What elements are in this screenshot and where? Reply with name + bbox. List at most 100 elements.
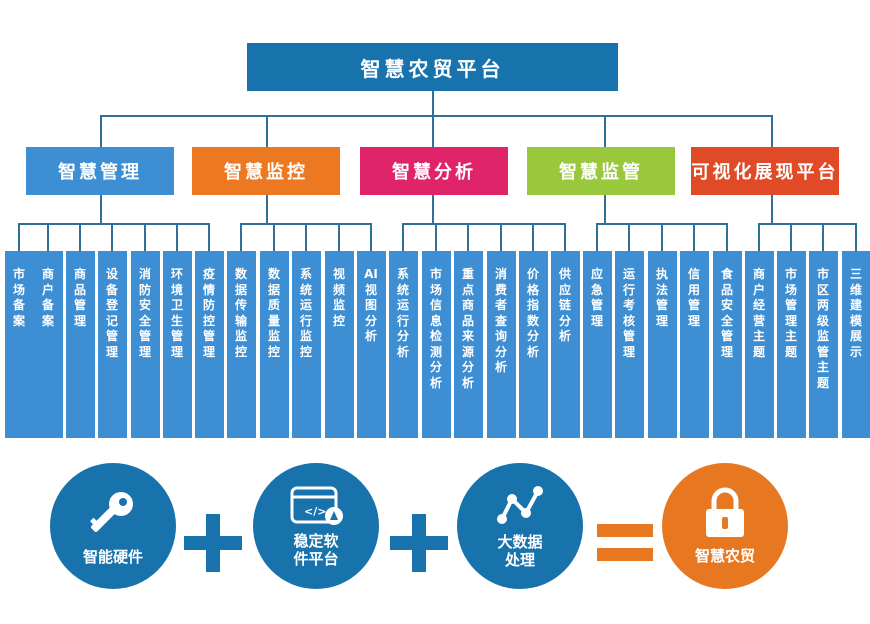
leaf-connector	[790, 223, 792, 251]
leaf-char: 市	[816, 267, 829, 281]
leaf-connector	[726, 223, 728, 251]
leaf-char: 应	[558, 282, 571, 297]
leaf-char: 数	[526, 313, 539, 328]
leaf-char: 分	[526, 329, 539, 343]
leaf-node: 设备登记管理	[97, 251, 127, 438]
leaf-char: 维	[849, 282, 862, 297]
leaf-connector	[208, 223, 210, 251]
leaf-char: 析	[396, 344, 409, 359]
leaf-connector	[273, 223, 275, 251]
leaf-node: 环境卫生管理	[162, 251, 192, 438]
leaf-char: 食	[720, 267, 733, 281]
leaf-char: 用	[687, 282, 700, 297]
leaf-node: 供应链分析	[550, 251, 580, 438]
leaf-char: 市	[784, 267, 797, 281]
leaf-char: 析	[526, 344, 539, 359]
leaf-char: 析	[429, 375, 442, 390]
software-circle: </> 稳定软 件平台	[253, 463, 379, 589]
leaf-node: 数据传输监控	[226, 251, 256, 438]
leaf-node: 商品管理	[65, 251, 95, 438]
leaf-char: 全	[138, 313, 151, 328]
leaf-node: 食品安全管理	[712, 251, 742, 438]
leaf-char: 备	[12, 298, 25, 312]
leaf-char: 监	[816, 329, 829, 343]
category-supervision: 智慧监管	[527, 147, 675, 195]
leaf-char: 区	[816, 282, 829, 297]
leaf-char: 安	[720, 298, 733, 312]
leaf-char: 理	[622, 344, 635, 359]
leaf-char: 系	[396, 267, 409, 281]
leaf-connector	[240, 223, 242, 251]
category-management: 智慧管理	[26, 147, 174, 195]
leaf-char: 品	[720, 282, 733, 297]
leaf-char: 系	[299, 267, 312, 281]
leaf-char: 控	[332, 313, 345, 328]
leaf-char: 行	[622, 282, 635, 297]
leaf-char: 建	[849, 298, 862, 312]
leaf-char: 场	[12, 282, 25, 297]
leaf-char: 三	[849, 267, 862, 281]
category-drop	[771, 115, 773, 147]
leaf-char: 执	[655, 267, 668, 281]
leaf-char: 市	[12, 267, 25, 281]
leaf-char: 格	[526, 282, 539, 297]
lock-icon	[706, 487, 744, 537]
leaf-node: 系统运行监控	[291, 251, 321, 438]
leaf-node: 疫情防控管理	[194, 251, 224, 438]
leaf-char: 理	[73, 313, 86, 328]
leaf-connector	[176, 223, 178, 251]
leaf-char: 题	[752, 344, 765, 359]
leaf-char: 商	[73, 267, 86, 281]
category-monitoring: 智慧监控	[192, 147, 340, 195]
leaf-char: 生	[170, 313, 183, 328]
leaf-node: 数据质量监控	[259, 251, 289, 438]
leaf-char: 控	[299, 344, 312, 359]
leaf-char: 管	[590, 298, 603, 312]
equals-sign-top	[597, 524, 653, 537]
category-bus	[100, 115, 772, 117]
leaf-char: 量	[267, 313, 280, 328]
leaf-char: 点	[461, 282, 474, 297]
leaf-connector	[855, 223, 857, 251]
leaf-char: 费	[494, 282, 507, 297]
leaf-drop	[432, 195, 434, 223]
leaf-char: 信	[687, 267, 700, 281]
leaf-connector	[111, 223, 113, 251]
leaf-char: 展	[849, 329, 862, 343]
leaf-char: 商	[41, 267, 54, 281]
leaf-node: 消费者查询分析	[486, 251, 516, 438]
category-drop	[604, 115, 606, 147]
leaf-node: 系统运行分析	[388, 251, 418, 438]
leaf-char: 数	[234, 267, 247, 281]
leaf-char: 理	[784, 313, 797, 328]
key-icon	[90, 492, 133, 532]
leaf-char: 链	[558, 298, 571, 312]
equals-sign-bottom	[597, 548, 653, 561]
leaf-connector	[402, 223, 404, 251]
leaf-char: 市	[429, 267, 442, 281]
leaf-char: 据	[267, 282, 280, 297]
root-node: 智慧农贸平台	[247, 43, 618, 91]
leaf-char: 检	[429, 329, 442, 343]
svg-text:</>: </>	[304, 505, 326, 518]
leaf-char: 应	[590, 267, 603, 281]
leaf-connector	[435, 223, 437, 251]
leaf-char: 据	[234, 282, 247, 297]
leaf-char: 视	[332, 267, 345, 281]
leaf-char: 者	[494, 298, 507, 312]
leaf-connector	[661, 223, 663, 251]
leaf-node: 市场管理主题	[776, 251, 806, 438]
leaf-char: 运	[396, 298, 409, 312]
leaf-char: 主	[816, 360, 829, 374]
leaf-connector	[628, 223, 630, 251]
leaf-char: 输	[234, 313, 247, 328]
leaf-connector	[370, 223, 372, 251]
leaf-char: 分	[558, 313, 571, 328]
leaf-connector	[596, 223, 598, 251]
leaf-char: 管	[784, 298, 797, 312]
leaf-char: 理	[720, 344, 733, 359]
leaf-node: 消防安全管理	[130, 251, 160, 438]
leaf-char: 运	[299, 298, 312, 312]
leaf-node: 价格指数分析	[518, 251, 548, 438]
